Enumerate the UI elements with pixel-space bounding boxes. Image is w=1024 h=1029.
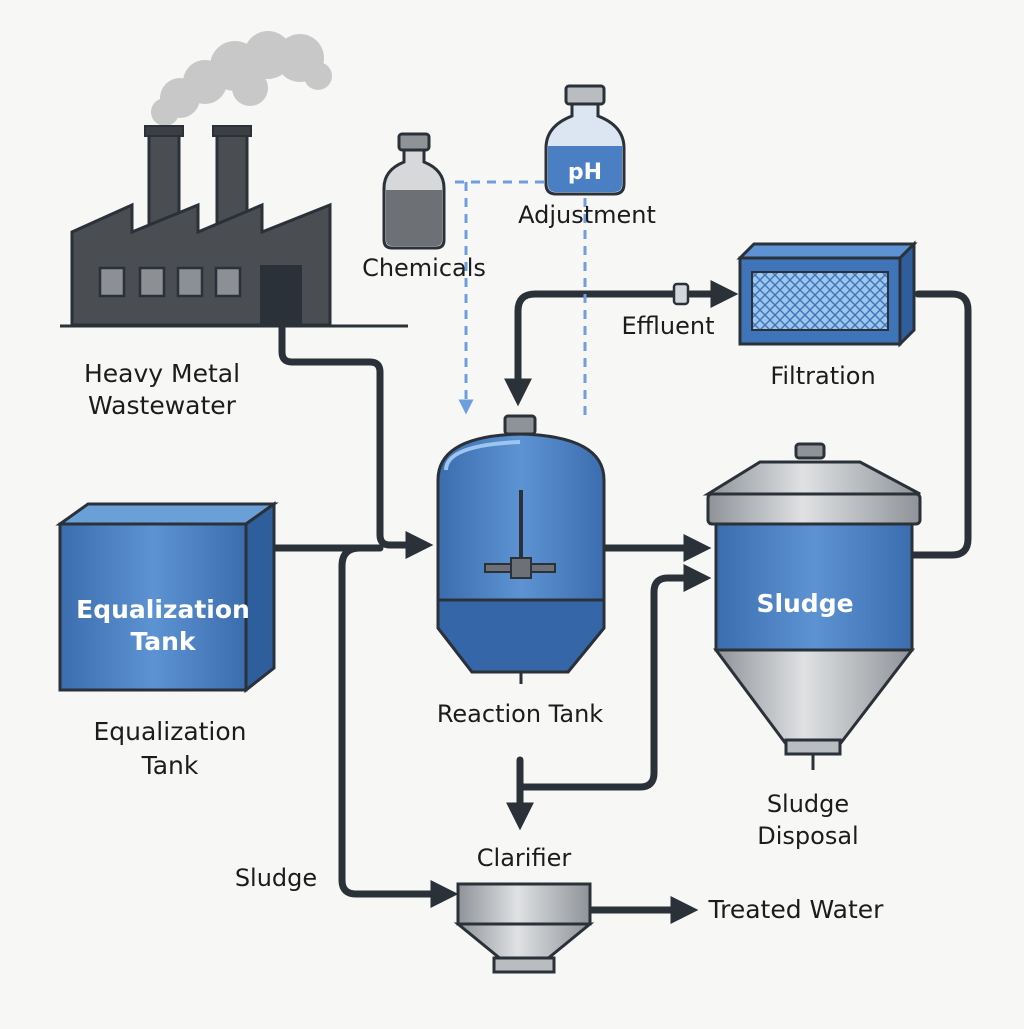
label-equalization-box-line2: Tank (130, 627, 196, 656)
clarifier: Clarifier (453, 844, 595, 974)
reaction-tank: Reaction Tank (436, 414, 606, 728)
effluent-nozzle (672, 282, 690, 306)
label-clarifier: Clarifier (477, 844, 572, 872)
ph-bottle: pH Adjustment (518, 84, 656, 229)
label-sludge-vessel: Sludge (756, 589, 853, 618)
pipe-return-to-sludge (516, 564, 712, 791)
factory-window (214, 266, 242, 298)
label-sludge-line: Sludge (235, 864, 317, 892)
label-factory-line1: Heavy Metal (84, 359, 240, 388)
label-sludge-disposal-line2: Disposal (757, 822, 858, 850)
smoke-cloud (151, 31, 332, 126)
factory: Heavy Metal Wastewater (60, 31, 408, 420)
label-reaction-tank: Reaction Tank (437, 700, 603, 728)
chemicals-bottle: Chemicals (362, 132, 486, 282)
label-equalization-line1: Equalization (93, 717, 246, 746)
label-chemicals: Chemicals (362, 254, 486, 282)
factory-window (98, 266, 126, 298)
label-factory-line2: Wastewater (88, 391, 237, 420)
equalization-tank: Equalization Tank Equalization Tank (55, 501, 279, 780)
factory-window (138, 266, 166, 298)
dosing-line-chemicals (455, 180, 585, 410)
label-equalization-line2: Tank (141, 751, 199, 780)
pipe-factory-to-reaction (278, 321, 434, 559)
pipe-effluent-to-reaction (504, 290, 684, 407)
label-equalization-box-line1: Equalization (76, 595, 250, 624)
pipe-sludge-to-clarifier (338, 544, 459, 908)
filtration-unit: Filtration (736, 240, 918, 390)
label-ph-adjustment: Adjustment (518, 201, 656, 229)
dosing-lines (455, 180, 587, 420)
factory-door (260, 265, 302, 325)
label-filtration: Filtration (770, 362, 875, 390)
sludge-vessel: Sludge Sludge Disposal (702, 442, 922, 850)
pipe-network (258, 280, 972, 924)
label-ph-bottle: pH (568, 160, 602, 185)
filter-mesh (751, 271, 889, 331)
factory-window (176, 266, 204, 298)
label-effluent: Effluent (622, 312, 715, 340)
label-sludge-disposal-line1: Sludge (767, 790, 849, 818)
pipe-sludge-to-filtration (908, 290, 972, 559)
label-treated-water: Treated Water (708, 895, 885, 924)
